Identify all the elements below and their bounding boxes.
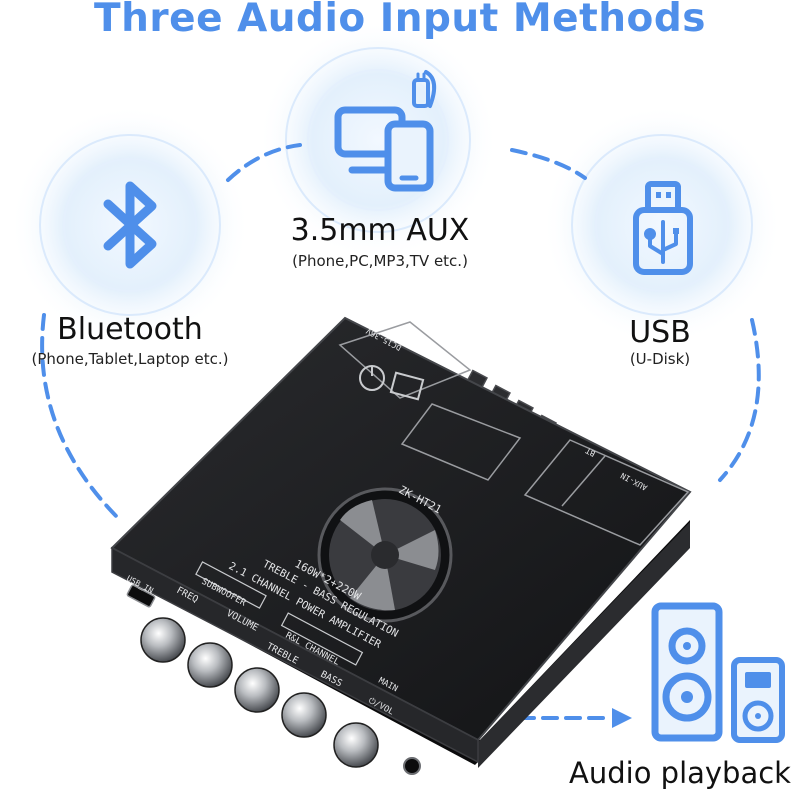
usb-drive-icon	[633, 181, 693, 275]
bluetooth-sublabel: (Phone,Tablet,Laptop etc.)	[31, 350, 229, 368]
audio-playback-label: Audio playback	[569, 756, 791, 790]
devices-icon	[334, 70, 437, 192]
arrow-head-icon	[612, 708, 632, 728]
usb-sublabel: (U-Disk)	[629, 350, 691, 368]
bluetooth-icon	[103, 181, 157, 269]
usb-label: USB	[629, 315, 691, 350]
aux-label: 3.5mm AUX	[290, 213, 470, 248]
halo-aux	[258, 20, 498, 260]
speaker-icon	[651, 602, 785, 743]
dashed-connector-lines	[40, 143, 761, 720]
amplifier-board	[110, 316, 692, 775]
aux-sublabel: (Phone,PC,MP3,TV etc.)	[292, 252, 468, 270]
bluetooth-label: Bluetooth	[57, 312, 203, 347]
bt-label: BT	[584, 446, 597, 459]
page-title: Three Audio Input Methods	[94, 0, 706, 41]
